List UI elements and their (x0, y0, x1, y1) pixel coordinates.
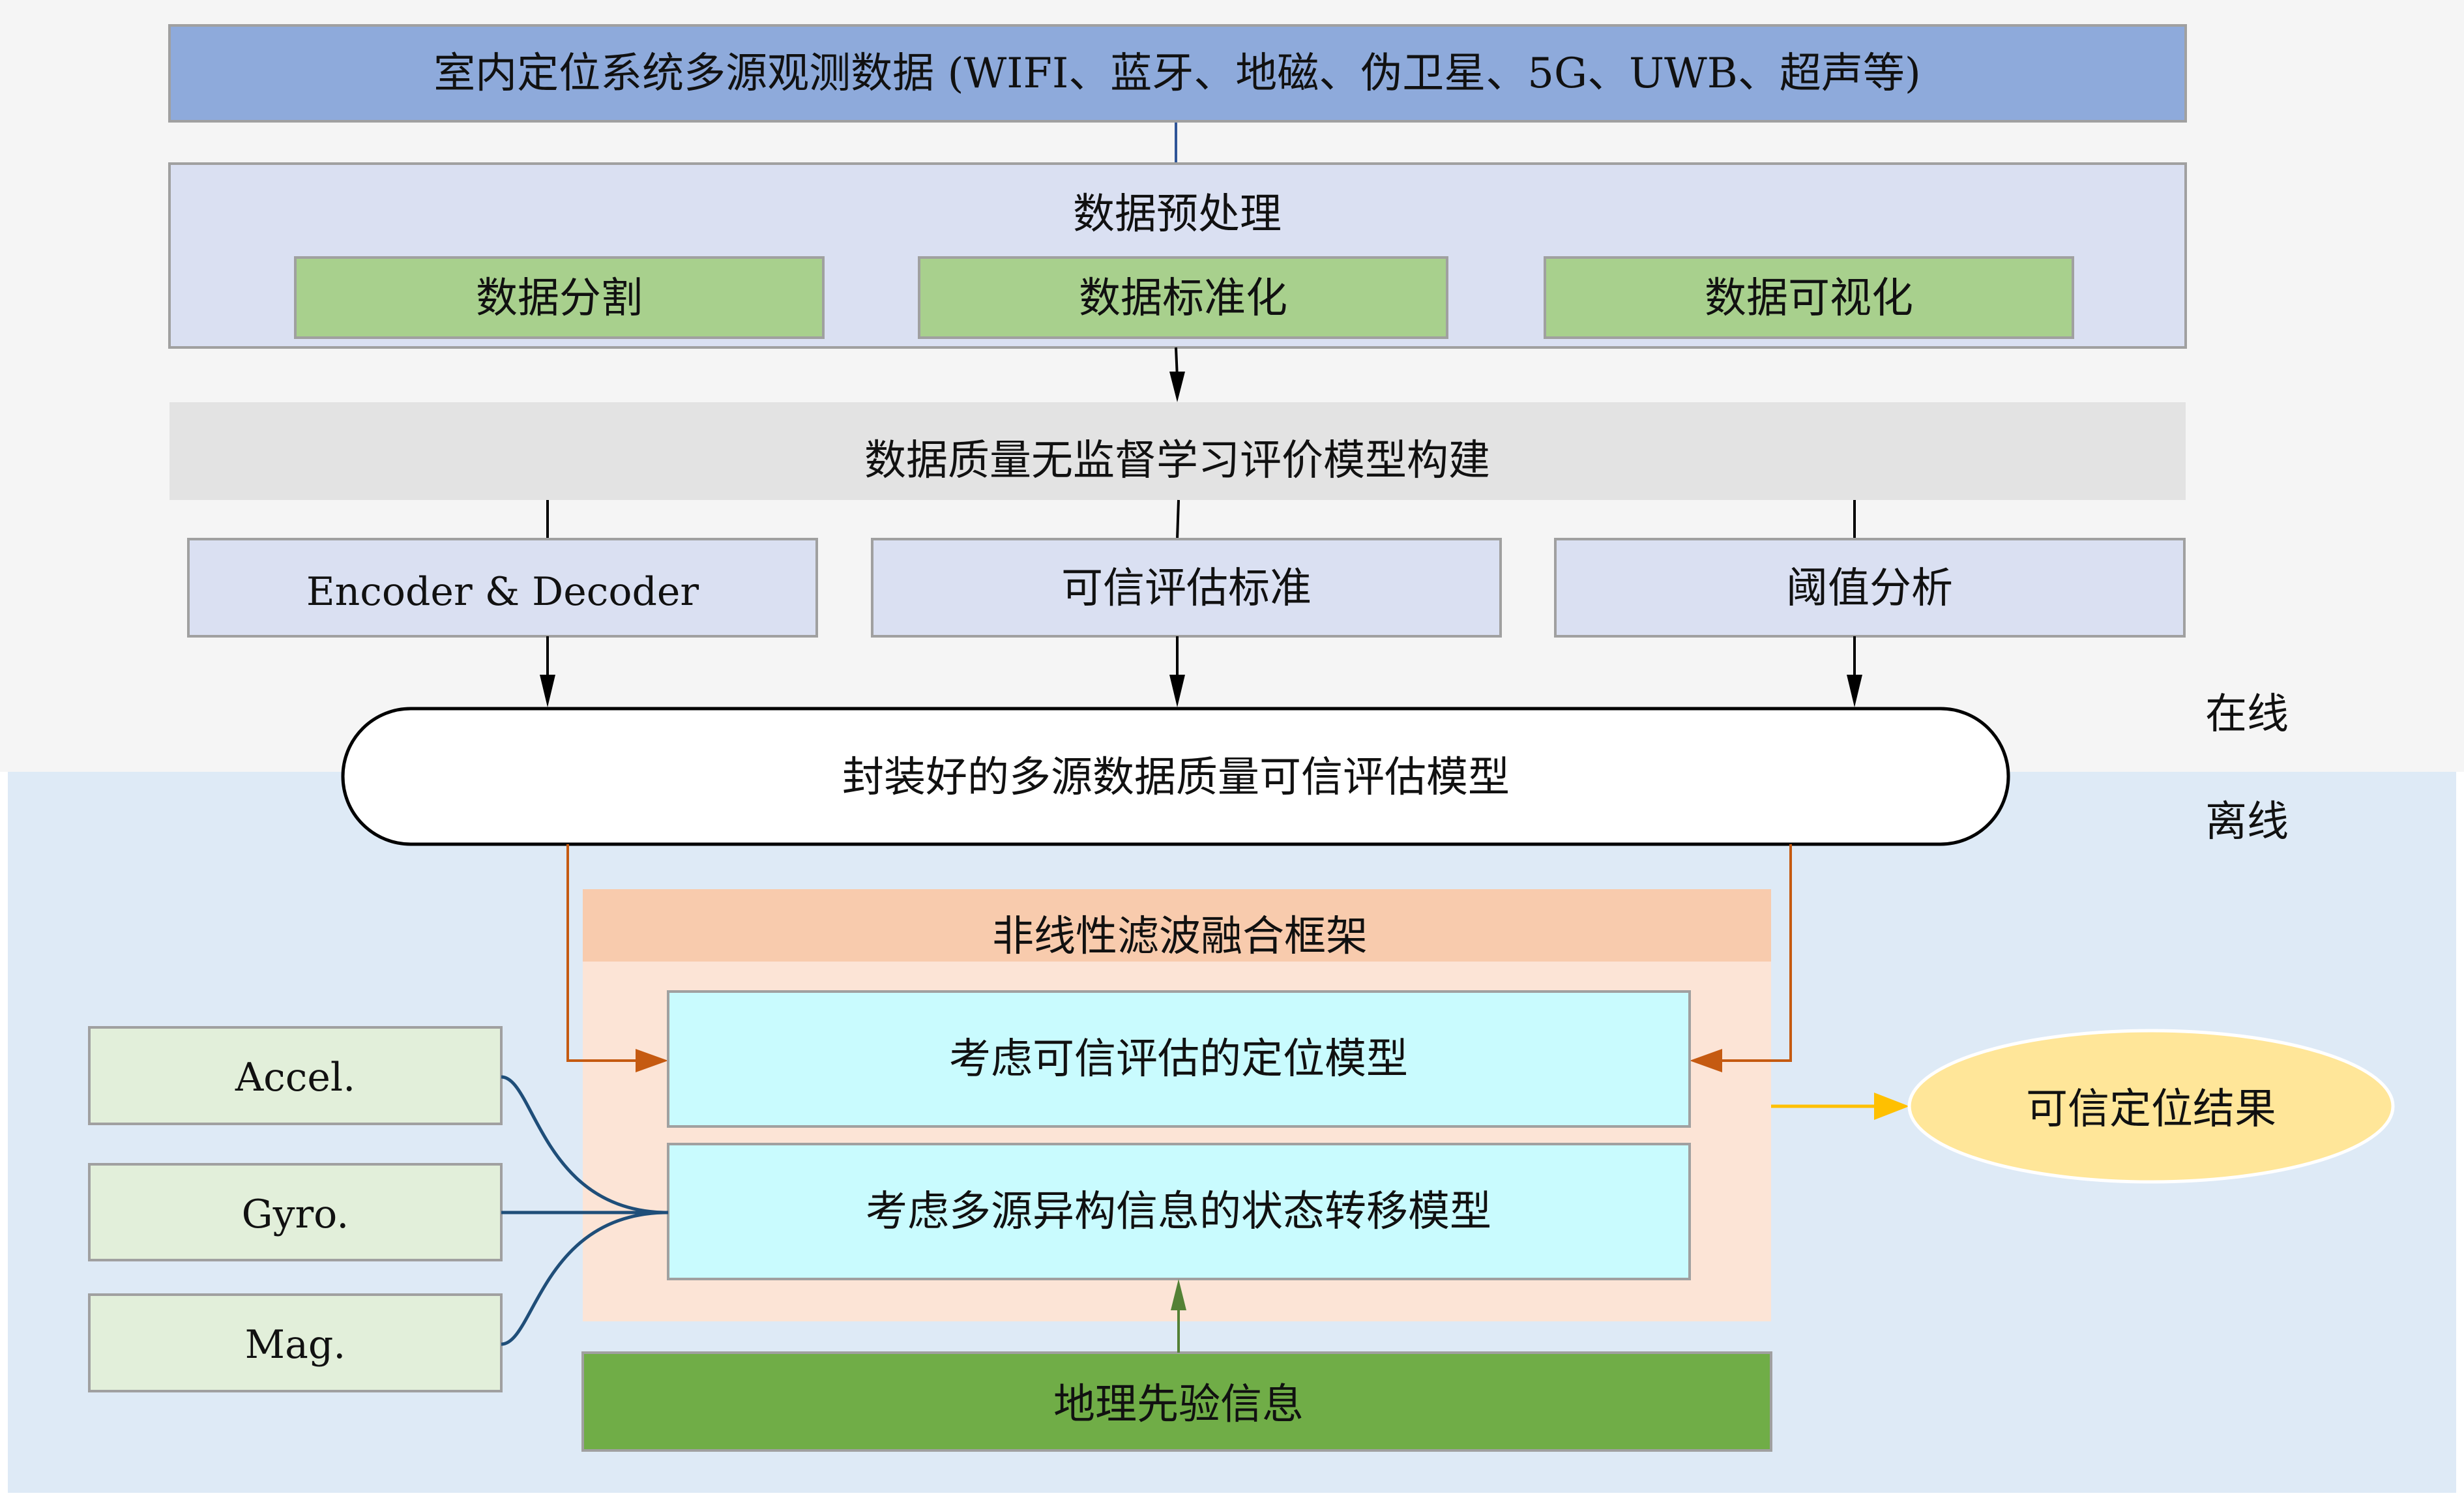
step-data-segmentation[interactable]: 数据分割 (294, 256, 825, 339)
curve-mag (501, 1211, 669, 1346)
packaged-model-label: 封装好的多源数据质量可信评估模型 (842, 754, 1510, 802)
sensor-curves (501, 1075, 669, 1346)
step-label: 数据标准化 (1079, 274, 1287, 323)
sensor-mag[interactable]: Mag. (88, 1293, 503, 1392)
curve-accel (501, 1075, 669, 1214)
arrow-fusion-result (1771, 1093, 1909, 1120)
component-trust-criteria[interactable]: 可信评估标准 (871, 538, 1502, 638)
connector-quality-criteria (1176, 499, 1180, 540)
sensor-gyro[interactable]: Gyro. (88, 1163, 503, 1261)
sensor-label: Mag. (245, 1322, 346, 1368)
positioning-model-label: 考虑可信评估的定位模型 (949, 1035, 1408, 1083)
preprocess-title: 数据预处理 (1073, 190, 1282, 239)
step-data-visualization[interactable]: 数据可视化 (1544, 256, 2074, 339)
component-threshold-analysis[interactable]: 阈值分析 (1554, 538, 2186, 638)
transition-model-label: 考虑多源异构信息的状态转移模型 (866, 1188, 1491, 1236)
step-label: 数据可视化 (1705, 274, 1913, 323)
component-label: 可信评估标准 (1061, 565, 1312, 613)
step-data-normalization[interactable]: 数据标准化 (918, 256, 1448, 339)
quality-model-building-title: 数据质量无监督学习评价模型构建 (864, 437, 1490, 485)
online-zone (0, 0, 2464, 772)
component-label: Encoder & Decoder (306, 569, 699, 615)
arrow-capsule-positioning-left (566, 844, 668, 1072)
result-ellipse[interactable]: 可信定位结果 (1907, 1029, 2395, 1184)
component-label: 阈值分析 (1786, 565, 1953, 613)
fusion-framework-title: 非线性滤波融合框架 (992, 913, 1368, 961)
fusion-framework-header (583, 889, 1771, 962)
sensor-label: Gyro. (242, 1192, 349, 1237)
geo-prior-label: 地理先验信息 (1053, 1381, 1304, 1429)
arrow-threshold-capsule (1847, 636, 1862, 707)
step-label: 数据分割 (476, 274, 643, 323)
packaged-model-capsule[interactable]: 封装好的多源数据质量可信评估模型 (341, 707, 2010, 846)
sensor-accel[interactable]: Accel. (88, 1026, 503, 1125)
arrow-preprocess-quality (1169, 347, 1185, 402)
online-label: 在线 (2205, 690, 2289, 739)
component-encoder-decoder[interactable]: Encoder & Decoder (187, 538, 818, 638)
arrow-encoder-capsule (540, 636, 555, 707)
quality-model-building-box[interactable]: 数据质量无监督学习评价模型构建 (169, 402, 2186, 500)
result-label: 可信定位结果 (2026, 1085, 2276, 1134)
positioning-model-box[interactable]: 考虑可信评估的定位模型 (667, 990, 1691, 1128)
arrow-geo-transition (1171, 1279, 1186, 1353)
source-data-box[interactable]: 室内定位系统多源观测数据 (WIFI、蓝牙、地磁、伪卫星、5G、UWB、超声等) (168, 24, 2187, 123)
transition-model-box[interactable]: 考虑多源异构信息的状态转移模型 (667, 1143, 1691, 1280)
sensor-label: Accel. (235, 1055, 355, 1100)
source-data-label: 室内定位系统多源观测数据 (WIFI、蓝牙、地磁、伪卫星、5G、UWB、超声等) (433, 50, 1921, 98)
offline-label: 离线 (2205, 798, 2289, 846)
geo-prior-box[interactable]: 地理先验信息 (581, 1351, 1772, 1452)
arrow-criteria-capsule (1169, 636, 1185, 707)
arrow-capsule-positioning-right (1690, 844, 1792, 1072)
